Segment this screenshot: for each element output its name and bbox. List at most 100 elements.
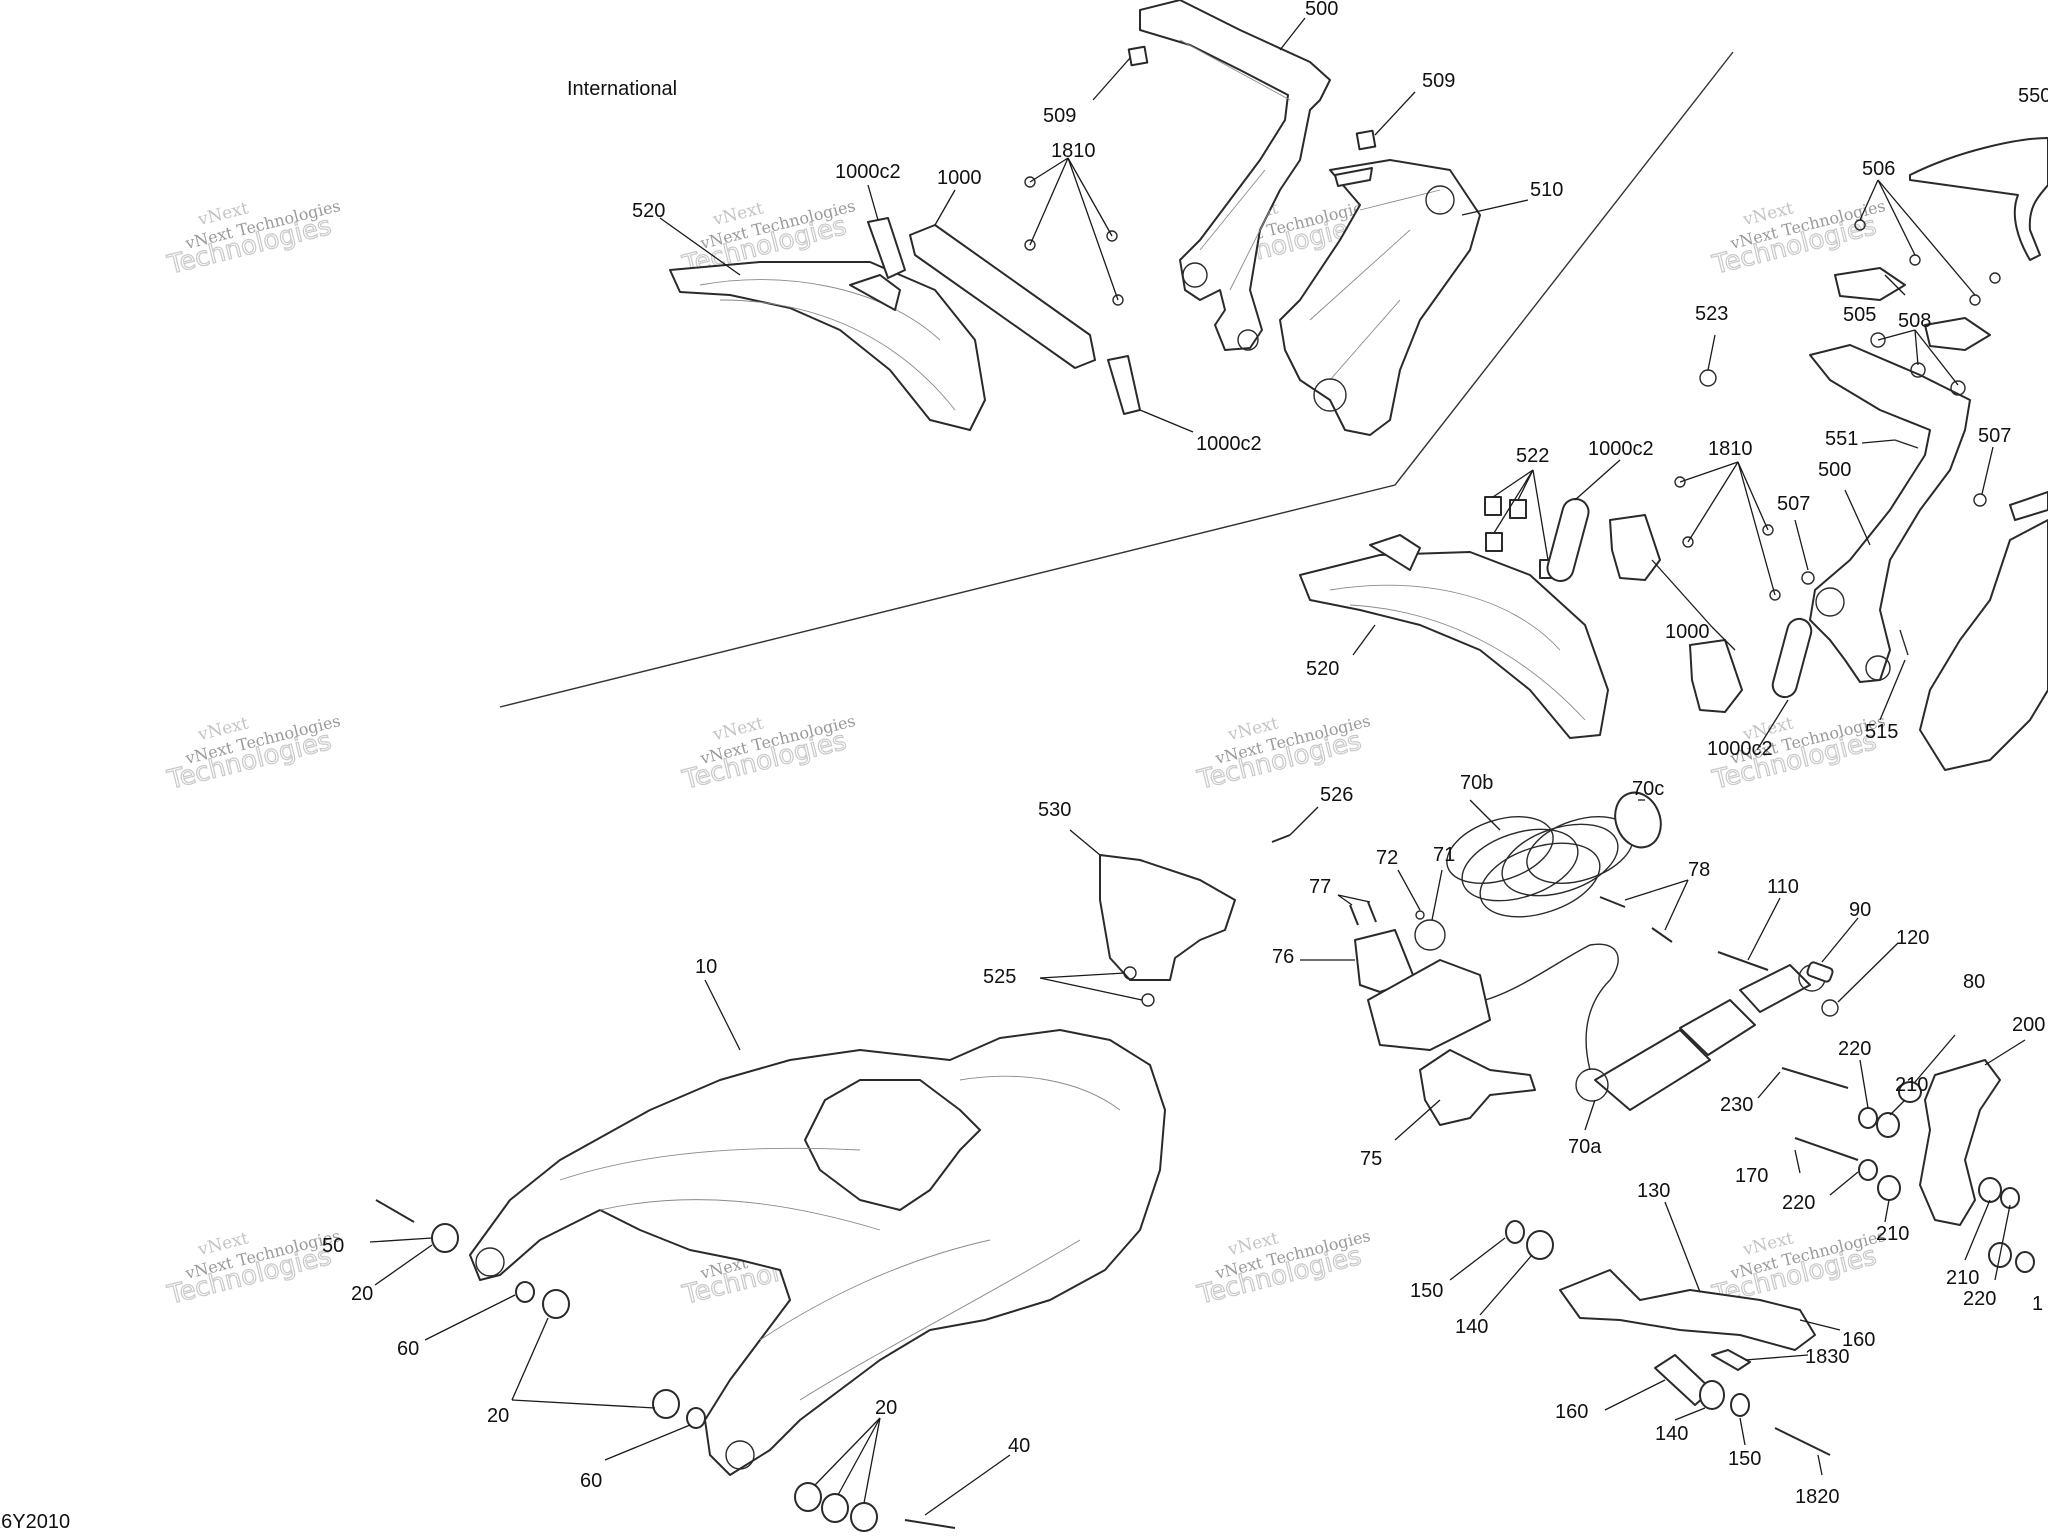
callout-1: 1 [2032, 1293, 2043, 1315]
bolt-170 [1794, 1137, 1859, 1161]
leader-lines [369, 17, 2026, 1516]
seal-220 [1858, 1107, 1878, 1129]
callout-507: 507 [1978, 425, 2011, 447]
bracket-75 [1419, 1049, 1536, 1126]
bolt-506 [1989, 272, 2001, 284]
seal-150 [1505, 1220, 1525, 1244]
washer-right [2015, 1251, 2035, 1273]
rocker-200 [1919, 1059, 2001, 1226]
bracket-right [2009, 491, 2048, 521]
callout-50: 50 [322, 1235, 344, 1257]
bushing-90 [1806, 961, 1834, 983]
nut-509 [1127, 45, 1149, 67]
callout-75: 75 [1360, 1148, 1382, 1170]
callout-1810: 1810 [1708, 438, 1753, 460]
parts-layer [375, 0, 2048, 1532]
nut-508 [1870, 332, 1886, 348]
bolt-526 [1271, 834, 1291, 843]
callout-526: 526 [1320, 784, 1353, 806]
callout-210: 210 [1895, 1074, 1928, 1096]
mudguard-520 [1299, 534, 1609, 739]
callout-20: 20 [487, 1405, 509, 1427]
callout-1820: 1820 [1795, 1486, 1840, 1508]
callout-71: 71 [1433, 844, 1455, 866]
bearing-20 [652, 1389, 680, 1419]
callout-160: 160 [1555, 1401, 1588, 1423]
swing-arm-10 [469, 1029, 1166, 1476]
callout-500: 500 [1305, 0, 1338, 20]
callout-1000: 1000 [1665, 621, 1710, 643]
callout-20: 20 [351, 1283, 373, 1305]
region-separator [499, 51, 1734, 708]
callout-170: 170 [1735, 1165, 1768, 1187]
seal-220 [1858, 1159, 1878, 1181]
callout-110: 110 [1767, 876, 1799, 898]
bolt-40 [904, 1519, 956, 1529]
callout-220: 220 [1782, 1192, 1815, 1214]
callout-60: 60 [397, 1338, 419, 1360]
screw-77 [1367, 901, 1377, 923]
bearing-20 [794, 1482, 822, 1512]
callout-150: 150 [1728, 1448, 1761, 1470]
bolt-506 [1969, 294, 1981, 306]
washer-72 [1415, 910, 1425, 920]
callout-60: 60 [580, 1470, 602, 1492]
bearing-20 [542, 1289, 570, 1319]
callout-120: 120 [1896, 927, 1929, 949]
arm-510-international [1279, 159, 1481, 436]
bearing-210 [1978, 1177, 2002, 1203]
callout-1830: 1830 [1805, 1346, 1850, 1368]
spacer-60 [686, 1407, 706, 1429]
cover-550 [1909, 137, 2048, 261]
callout-labels: 500 509 509 1810 1000c2 1000 520 510 100… [322, 0, 2048, 1508]
bolt-110 [1717, 951, 1769, 971]
callout-76: 76 [1272, 946, 1294, 968]
callout-1000c2: 1000c2 [1707, 738, 1773, 760]
bolt-50 [375, 1199, 415, 1223]
callout-200: 200 [2012, 1014, 2045, 1036]
plate-1000 [1609, 514, 1661, 581]
watermark: vNext Technologies vNext Technologies [163, 711, 342, 796]
callout-220: 220 [1838, 1038, 1871, 1060]
callout-523: 523 [1695, 303, 1728, 325]
callout-550: 550 [2018, 85, 2048, 107]
bolt-1820 [1774, 1427, 1831, 1456]
callout-508: 508 [1898, 310, 1931, 332]
bearing-210 [1876, 1112, 1900, 1138]
figure-code: 26Y2010 [0, 1511, 70, 1533]
plate-1000-international [867, 176, 1141, 415]
bearing-210 [1877, 1175, 1901, 1201]
bolt-506 [1909, 254, 1921, 266]
ring-70c [1614, 791, 1662, 849]
subframe-500-international [1139, 0, 1331, 351]
callout-77: 77 [1309, 876, 1331, 898]
callout-522: 522 [1516, 445, 1549, 467]
callout-140: 140 [1655, 1423, 1688, 1445]
callout-520: 520 [632, 200, 665, 222]
callout-10: 10 [695, 956, 717, 978]
callout-506: 506 [1862, 158, 1895, 180]
plate-530 [1099, 854, 1236, 981]
callout-160: 160 [1842, 1329, 1875, 1351]
sleeve-230 [1781, 1067, 1849, 1089]
callout-1000c2: 1000c2 [835, 161, 901, 183]
nut-507 [1801, 571, 1815, 585]
bearing-20 [850, 1502, 878, 1532]
callout-509: 509 [1422, 70, 1455, 92]
bushing-80 [1898, 1081, 1922, 1103]
callout-70b: 70b [1460, 772, 1493, 794]
nut-509 [1355, 129, 1377, 151]
callout-1000c2: 1000c2 [1196, 433, 1262, 455]
callout-1000c2: 1000c2 [1588, 438, 1654, 460]
region-label: International [567, 78, 677, 100]
callout-230: 230 [1720, 1094, 1753, 1116]
watermark: vNext Technologies vNext Technologies [1193, 1226, 1372, 1311]
callout-70a: 70a [1568, 1136, 1602, 1158]
callout-530: 530 [1038, 799, 1071, 821]
callout-72: 72 [1376, 847, 1398, 869]
pin-551 [1894, 439, 1919, 449]
callout-509: 509 [1043, 105, 1076, 127]
reservoir-hose [1484, 943, 1619, 1071]
watermark: vNext Technologies vNext Technologies [163, 196, 342, 281]
